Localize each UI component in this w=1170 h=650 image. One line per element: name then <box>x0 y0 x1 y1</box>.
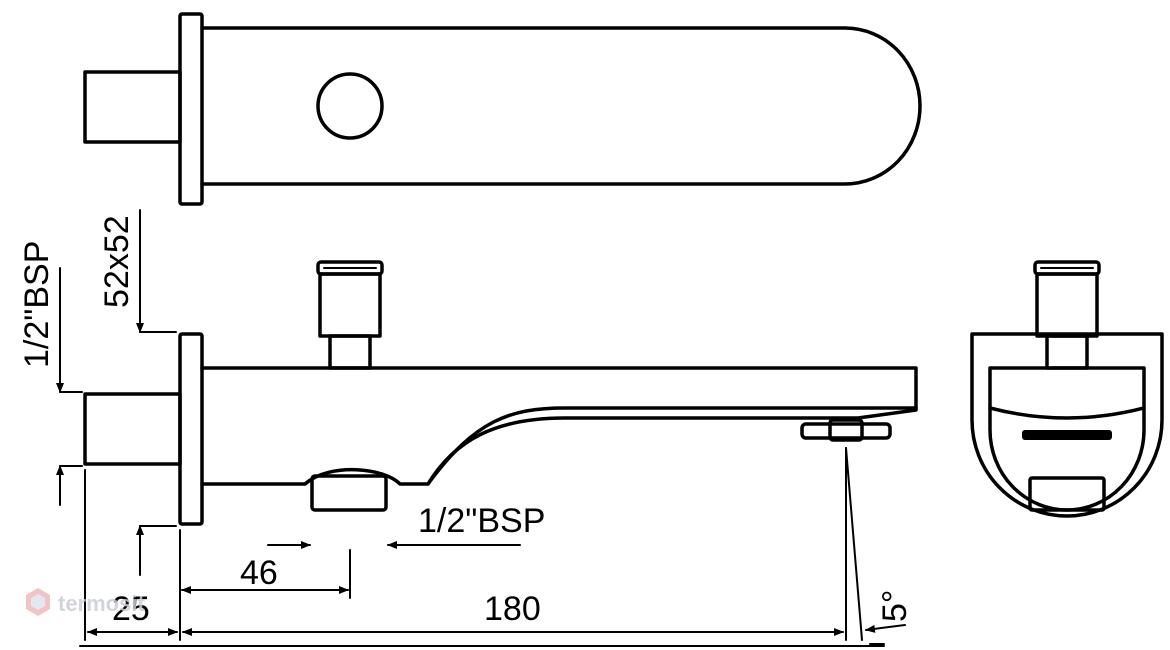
side-spout-curve <box>426 406 918 486</box>
watermark: termosit <box>26 588 145 616</box>
dimension-lines <box>56 209 906 647</box>
top-spout-body <box>200 26 922 186</box>
side-diverter <box>316 260 384 370</box>
dim-diverter-offset-label: 46 <box>240 554 278 592</box>
end-view <box>970 260 1164 518</box>
side-aerator <box>800 418 892 442</box>
dim-angle-label: 5° <box>876 589 914 622</box>
dim-flange-label: 52x52 <box>98 215 136 308</box>
side-spout-body <box>200 366 918 486</box>
side-inlet-pipe <box>83 392 182 466</box>
top-inlet-pipe <box>83 70 182 144</box>
top-flange <box>178 12 204 206</box>
end-diverter <box>1033 260 1101 370</box>
end-aerator <box>1022 430 1112 440</box>
dim-inlet-length-label: 25 <box>112 590 150 628</box>
side-flange <box>178 332 204 526</box>
end-bottom-thread <box>1028 476 1106 512</box>
dim-diverter-thread-label: 1/2"BSP <box>418 502 545 540</box>
dim-inlet-thread-label: 1/2"BSP <box>18 241 56 368</box>
end-bowl-line <box>988 406 1146 420</box>
top-diverter-knob <box>316 72 384 140</box>
watermark-text: termosit <box>58 591 145 616</box>
top-view <box>83 12 922 206</box>
end-outer-shell <box>970 332 1164 518</box>
side-bottom-thread <box>310 474 388 512</box>
dim-spout-length-label: 180 <box>484 590 541 628</box>
side-view <box>83 260 918 526</box>
